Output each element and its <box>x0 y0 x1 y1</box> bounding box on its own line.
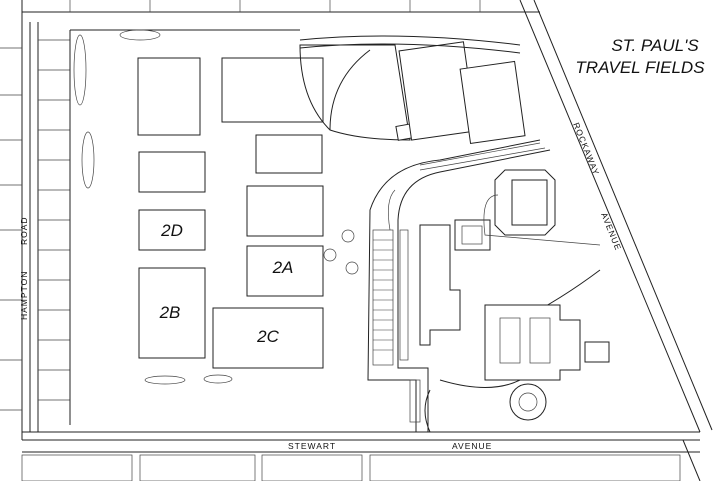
road-label-hampton: HAMPTON <box>19 271 29 320</box>
road-label-road: ROAD <box>19 216 29 245</box>
buildings <box>419 169 610 381</box>
labeled-fields <box>138 209 324 369</box>
rockaway-avenue <box>519 0 713 481</box>
road-label-avenue-south: AVENUE <box>452 441 492 451</box>
ballfields <box>299 35 526 144</box>
campus-roads <box>323 139 601 433</box>
hampton-road <box>29 22 300 432</box>
field-2c <box>212 307 324 369</box>
road-label-rockaway: ROCKAWAY <box>571 121 601 177</box>
field-label-2d: 2D <box>160 221 183 240</box>
map-title-line1: ST. PAUL'S <box>611 36 699 55</box>
field-label-2a: 2A <box>272 258 294 277</box>
stewart-avenue <box>21 431 700 481</box>
field-label-2b: 2B <box>159 303 181 322</box>
map-title-line2: TRAVEL FIELDS <box>575 58 705 77</box>
west-lots <box>0 0 23 440</box>
road-label-stewart: STEWART <box>288 441 336 451</box>
field-2b <box>138 267 206 359</box>
north-lots <box>22 0 540 13</box>
road-label-avenue-east: AVENUE <box>599 211 623 252</box>
field-2a <box>246 245 324 297</box>
field-label-2c: 2C <box>256 327 279 346</box>
tree-lines <box>73 29 233 385</box>
unlabeled-fields <box>137 57 324 237</box>
field-2d <box>138 209 206 251</box>
